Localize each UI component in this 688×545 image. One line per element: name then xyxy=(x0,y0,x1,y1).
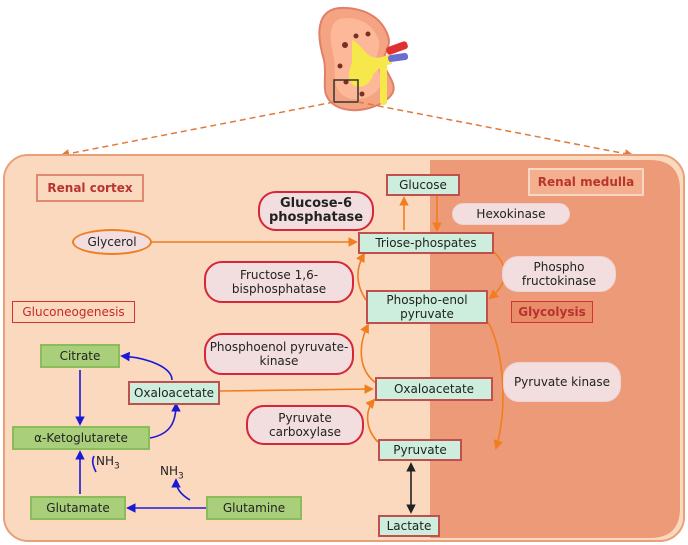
zoom-line-right xyxy=(357,101,634,159)
oaa-left-node: Oxaloacetate xyxy=(128,381,220,405)
nh3-label-b: NH3 xyxy=(160,464,184,482)
pc-enzyme: Pyruvate carboxylase xyxy=(246,405,364,445)
glutamine-node: Glutamine xyxy=(206,496,302,520)
glucose-node: Glucose xyxy=(386,174,460,196)
oaa-right-node: Oxaloacetate xyxy=(375,377,493,401)
medulla-panel xyxy=(430,160,680,538)
citrate-node: Citrate xyxy=(40,344,120,368)
glycerol-node: Glycerol xyxy=(72,229,152,255)
glutamate-node: Glutamate xyxy=(30,496,126,520)
pyruvate-node: Pyruvate xyxy=(378,439,462,461)
pfk-enzyme: Phospho fructokinase xyxy=(502,256,616,292)
triose-node: Triose-phospates xyxy=(358,232,494,254)
nh3-label-a: NH3 xyxy=(96,454,120,472)
fbpase-enzyme: Fructose 1,6-bisphosphatase xyxy=(204,261,354,303)
pathway-arrows xyxy=(152,196,506,450)
renal-medulla-label: Renal medulla xyxy=(528,168,644,196)
zoom-line-left xyxy=(60,101,335,159)
pep-node: Phospho-enol pyruvate xyxy=(366,290,488,324)
pk-enzyme: Pyruvate kinase xyxy=(503,362,621,402)
pepck-enzyme: Phosphoenol pyruvate-kinase xyxy=(204,333,354,375)
hexokinase-enzyme: Hexokinase xyxy=(452,203,570,225)
renal-cortex-label: Renal cortex xyxy=(36,174,144,202)
blue-arrows xyxy=(75,351,206,513)
g6p-enzyme: Glucose-6 phosphatase xyxy=(258,191,374,231)
akg-node: α-Ketoglutarete xyxy=(12,426,150,450)
kidney-illustration xyxy=(318,6,409,111)
lactate-node: Lactate xyxy=(378,515,440,537)
glycolysis-label: Glycolysis xyxy=(511,301,593,323)
gluconeogenesis-label: Gluconeogenesis xyxy=(12,301,135,323)
